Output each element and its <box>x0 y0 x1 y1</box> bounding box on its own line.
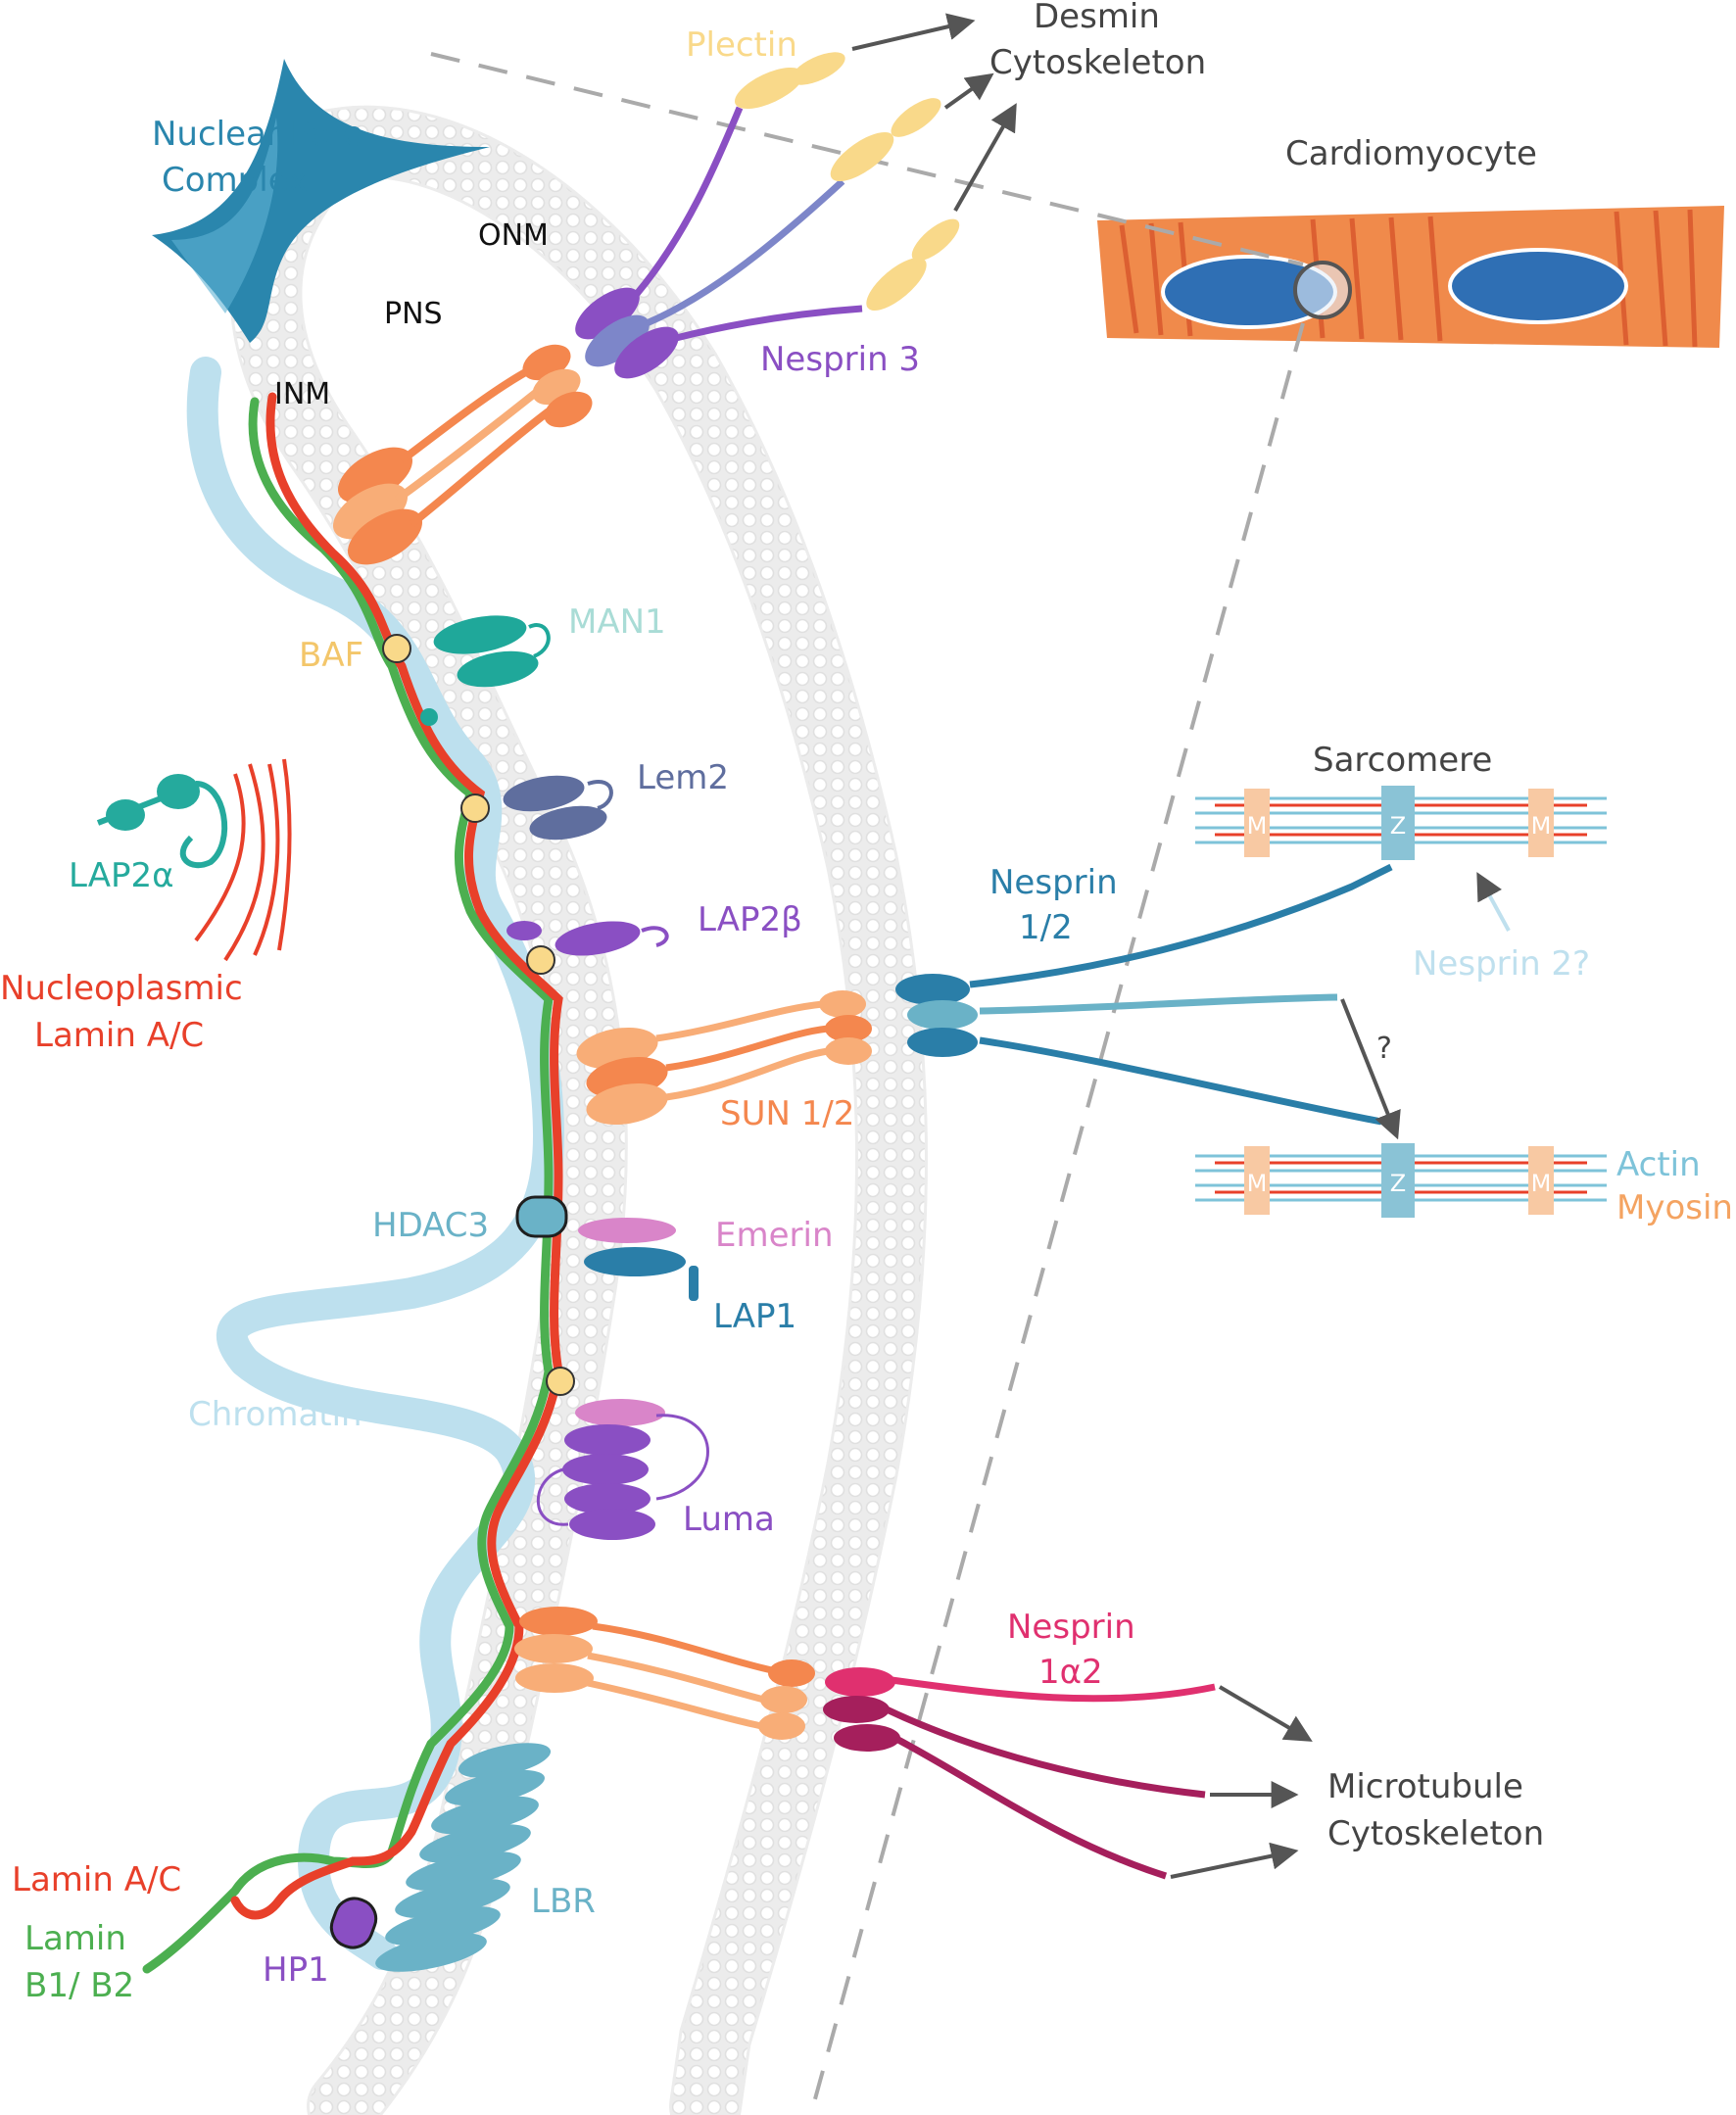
baf-dot <box>460 793 490 823</box>
sarcomere-band-z: Z <box>1390 1170 1406 1197</box>
label-nesprin12-1: Nesprin <box>989 863 1118 902</box>
label-baf: BAF <box>299 636 363 675</box>
hdac3-protein <box>515 1195 568 1238</box>
label-pns: PNS <box>384 297 443 331</box>
label-lap2a: LAP2α <box>69 856 174 895</box>
label-nucleoplasmic-2: Lamin A/C <box>34 1016 204 1055</box>
label-sarcomere: Sarcomere <box>1313 741 1492 780</box>
lem2-protein <box>503 775 613 841</box>
label-nesprin1a2-1: Nesprin <box>1007 1608 1135 1647</box>
sarcomere-band-m-2: M <box>1531 812 1552 840</box>
outer-nuclear-membrane <box>287 105 928 2115</box>
label-desmin-2: Cytoskeleton <box>989 43 1206 82</box>
nesprin12-complex <box>895 863 1393 1126</box>
nesprin1a2-complex <box>823 1667 1216 1880</box>
label-desmin-1: Desmin <box>1034 0 1160 36</box>
label-sun12: SUN 1/2 <box>720 1094 854 1133</box>
baf-dot <box>546 1367 575 1396</box>
label-microtubule-1: Microtubule <box>1327 1767 1523 1806</box>
baf-dot <box>382 634 411 663</box>
sun-trimer-middle <box>576 990 872 1126</box>
label-man1: MAN1 <box>568 602 666 642</box>
diagram-labels: Nuclear Pore Complex Plectin Desmin Cyto… <box>0 0 1733 2005</box>
label-luma: Luma <box>683 1500 775 1539</box>
sarcomere-band-m: M <box>1247 812 1268 840</box>
label-lem2: Lem2 <box>637 758 729 797</box>
label-lap1: LAP1 <box>713 1297 796 1336</box>
label-chromatin: Chromatin <box>188 1395 362 1434</box>
label-hdac3: HDAC3 <box>372 1206 489 1245</box>
label-lamin-b-2: B1/ B2 <box>24 1966 134 2005</box>
label-nuclear-pore-2: Complex <box>162 161 308 200</box>
lap1-protein <box>584 1247 699 1301</box>
label-lamin-b-1: Lamin <box>24 1919 126 1958</box>
label-plectin: Plectin <box>686 25 797 65</box>
lamin-ac-filament <box>230 392 563 1920</box>
label-lap2b: LAP2β <box>698 900 802 939</box>
label-nuclear-pore-1: Nuclear Pore <box>152 115 363 154</box>
luma-protein <box>536 1399 709 1540</box>
sun-trimer-top <box>333 344 593 565</box>
label-onm: ONM <box>478 218 549 253</box>
lap2b-protein <box>506 921 669 956</box>
label-lbr: LBR <box>531 1882 596 1921</box>
nucleoplasmic-lamin-filaments <box>194 758 292 962</box>
label-hp1: HP1 <box>263 1950 329 1990</box>
label-nesprin3: Nesprin 3 <box>760 340 920 379</box>
sarcomere-bottom: M Z M <box>1195 1143 1607 1218</box>
sarcomere-top: M Z M <box>1195 786 1607 860</box>
label-actin: Actin <box>1616 1145 1701 1184</box>
hp1-protein <box>329 1897 378 1949</box>
sarcomere-band-z: Z <box>1390 812 1406 840</box>
sarcomere-band-m-2: M <box>1531 1170 1552 1197</box>
label-cardiomyocyte: Cardiomyocyte <box>1285 134 1537 173</box>
sarcomere-band-m: M <box>1247 1170 1268 1197</box>
label-microtubule-2: Cytoskeleton <box>1327 1814 1544 1853</box>
sun-trimer-bottom <box>514 1607 815 1740</box>
label-nucleoplasmic-1: Nucleoplasmic <box>0 969 243 1008</box>
zoom-circle <box>1293 261 1352 319</box>
emerin-protein <box>578 1218 676 1243</box>
lap2a-protein <box>96 774 228 869</box>
label-emerin: Emerin <box>715 1216 834 1255</box>
label-nesprin2q: Nesprin 2? <box>1413 944 1590 984</box>
lbr-protein <box>375 1743 552 1972</box>
zoom-line-bottom <box>811 322 1305 2107</box>
label-inm: INM <box>274 377 330 411</box>
label-lamin-ac: Lamin A/C <box>12 1860 181 1899</box>
label-nesprin12-2: 1/2 <box>1019 908 1073 947</box>
nesprin3-complex <box>575 52 960 379</box>
cardiomyocyte-cell <box>1097 206 1724 348</box>
arrows <box>851 13 1511 1879</box>
baf-dot <box>526 945 555 975</box>
man1-protein <box>420 615 551 726</box>
label-question: ? <box>1376 1032 1392 1066</box>
nucleus-right <box>1448 248 1628 324</box>
label-myosin: Myosin <box>1616 1188 1733 1227</box>
label-nesprin1a2-2: 1α2 <box>1038 1653 1103 1692</box>
nuclear-pore-complex <box>152 59 490 343</box>
